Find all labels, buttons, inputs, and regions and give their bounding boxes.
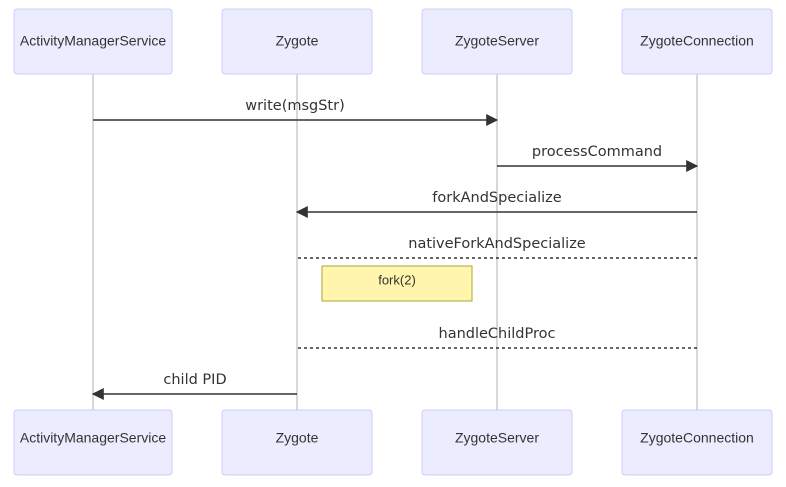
message-handle-child-proc: handleChildProc bbox=[297, 326, 697, 349]
actor-zygote-connection-top: ZygoteConnection bbox=[621, 8, 773, 75]
actor-ams-bottom: ActivityManagerService bbox=[13, 409, 173, 476]
message-write: write(msgStr) bbox=[93, 98, 499, 126]
message-label: write(msgStr) bbox=[245, 98, 345, 114]
message-fork-and-specialize: forkAndSpecialize bbox=[295, 190, 697, 218]
message-label: child PID bbox=[163, 372, 226, 388]
message-process-command: processCommand bbox=[497, 144, 699, 172]
actor-zygote-top: Zygote bbox=[221, 8, 373, 75]
actor-zygote-server-bottom: ZygoteServer bbox=[421, 409, 573, 476]
message-label: handleChildProc bbox=[439, 326, 556, 342]
actor-label: ZygoteServer bbox=[455, 430, 539, 446]
actor-label: ActivityManagerService bbox=[20, 430, 166, 446]
message-label: forkAndSpecialize bbox=[432, 190, 562, 206]
actor-label: ZygoteServer bbox=[455, 33, 539, 49]
message-child-pid: child PID bbox=[91, 372, 297, 400]
actor-ams-top: ActivityManagerService bbox=[13, 8, 173, 75]
note-label: fork(2) bbox=[378, 272, 416, 287]
message-label: processCommand bbox=[532, 144, 662, 160]
messages: write(msgStr) processCommand forkAndSpec… bbox=[91, 98, 699, 400]
actor-label: ZygoteConnection bbox=[640, 430, 754, 446]
actor-label: ZygoteConnection bbox=[640, 33, 754, 49]
lifelines bbox=[92, 74, 698, 410]
actor-row-top: ActivityManagerService Zygote ZygoteServ… bbox=[13, 8, 773, 75]
actor-row-bottom: ActivityManagerService Zygote ZygoteServ… bbox=[13, 409, 773, 476]
message-native-fork-and-specialize: nativeForkAndSpecialize bbox=[297, 236, 697, 259]
actor-label: Zygote bbox=[276, 430, 319, 446]
note-fork: fork(2) bbox=[321, 265, 473, 302]
actor-zygote-connection-bottom: ZygoteConnection bbox=[621, 409, 773, 476]
actor-label: ActivityManagerService bbox=[20, 33, 166, 49]
actor-label: Zygote bbox=[276, 33, 319, 49]
actor-zygote-bottom: Zygote bbox=[221, 409, 373, 476]
actor-zygote-server-top: ZygoteServer bbox=[421, 8, 573, 75]
message-label: nativeForkAndSpecialize bbox=[408, 236, 586, 252]
